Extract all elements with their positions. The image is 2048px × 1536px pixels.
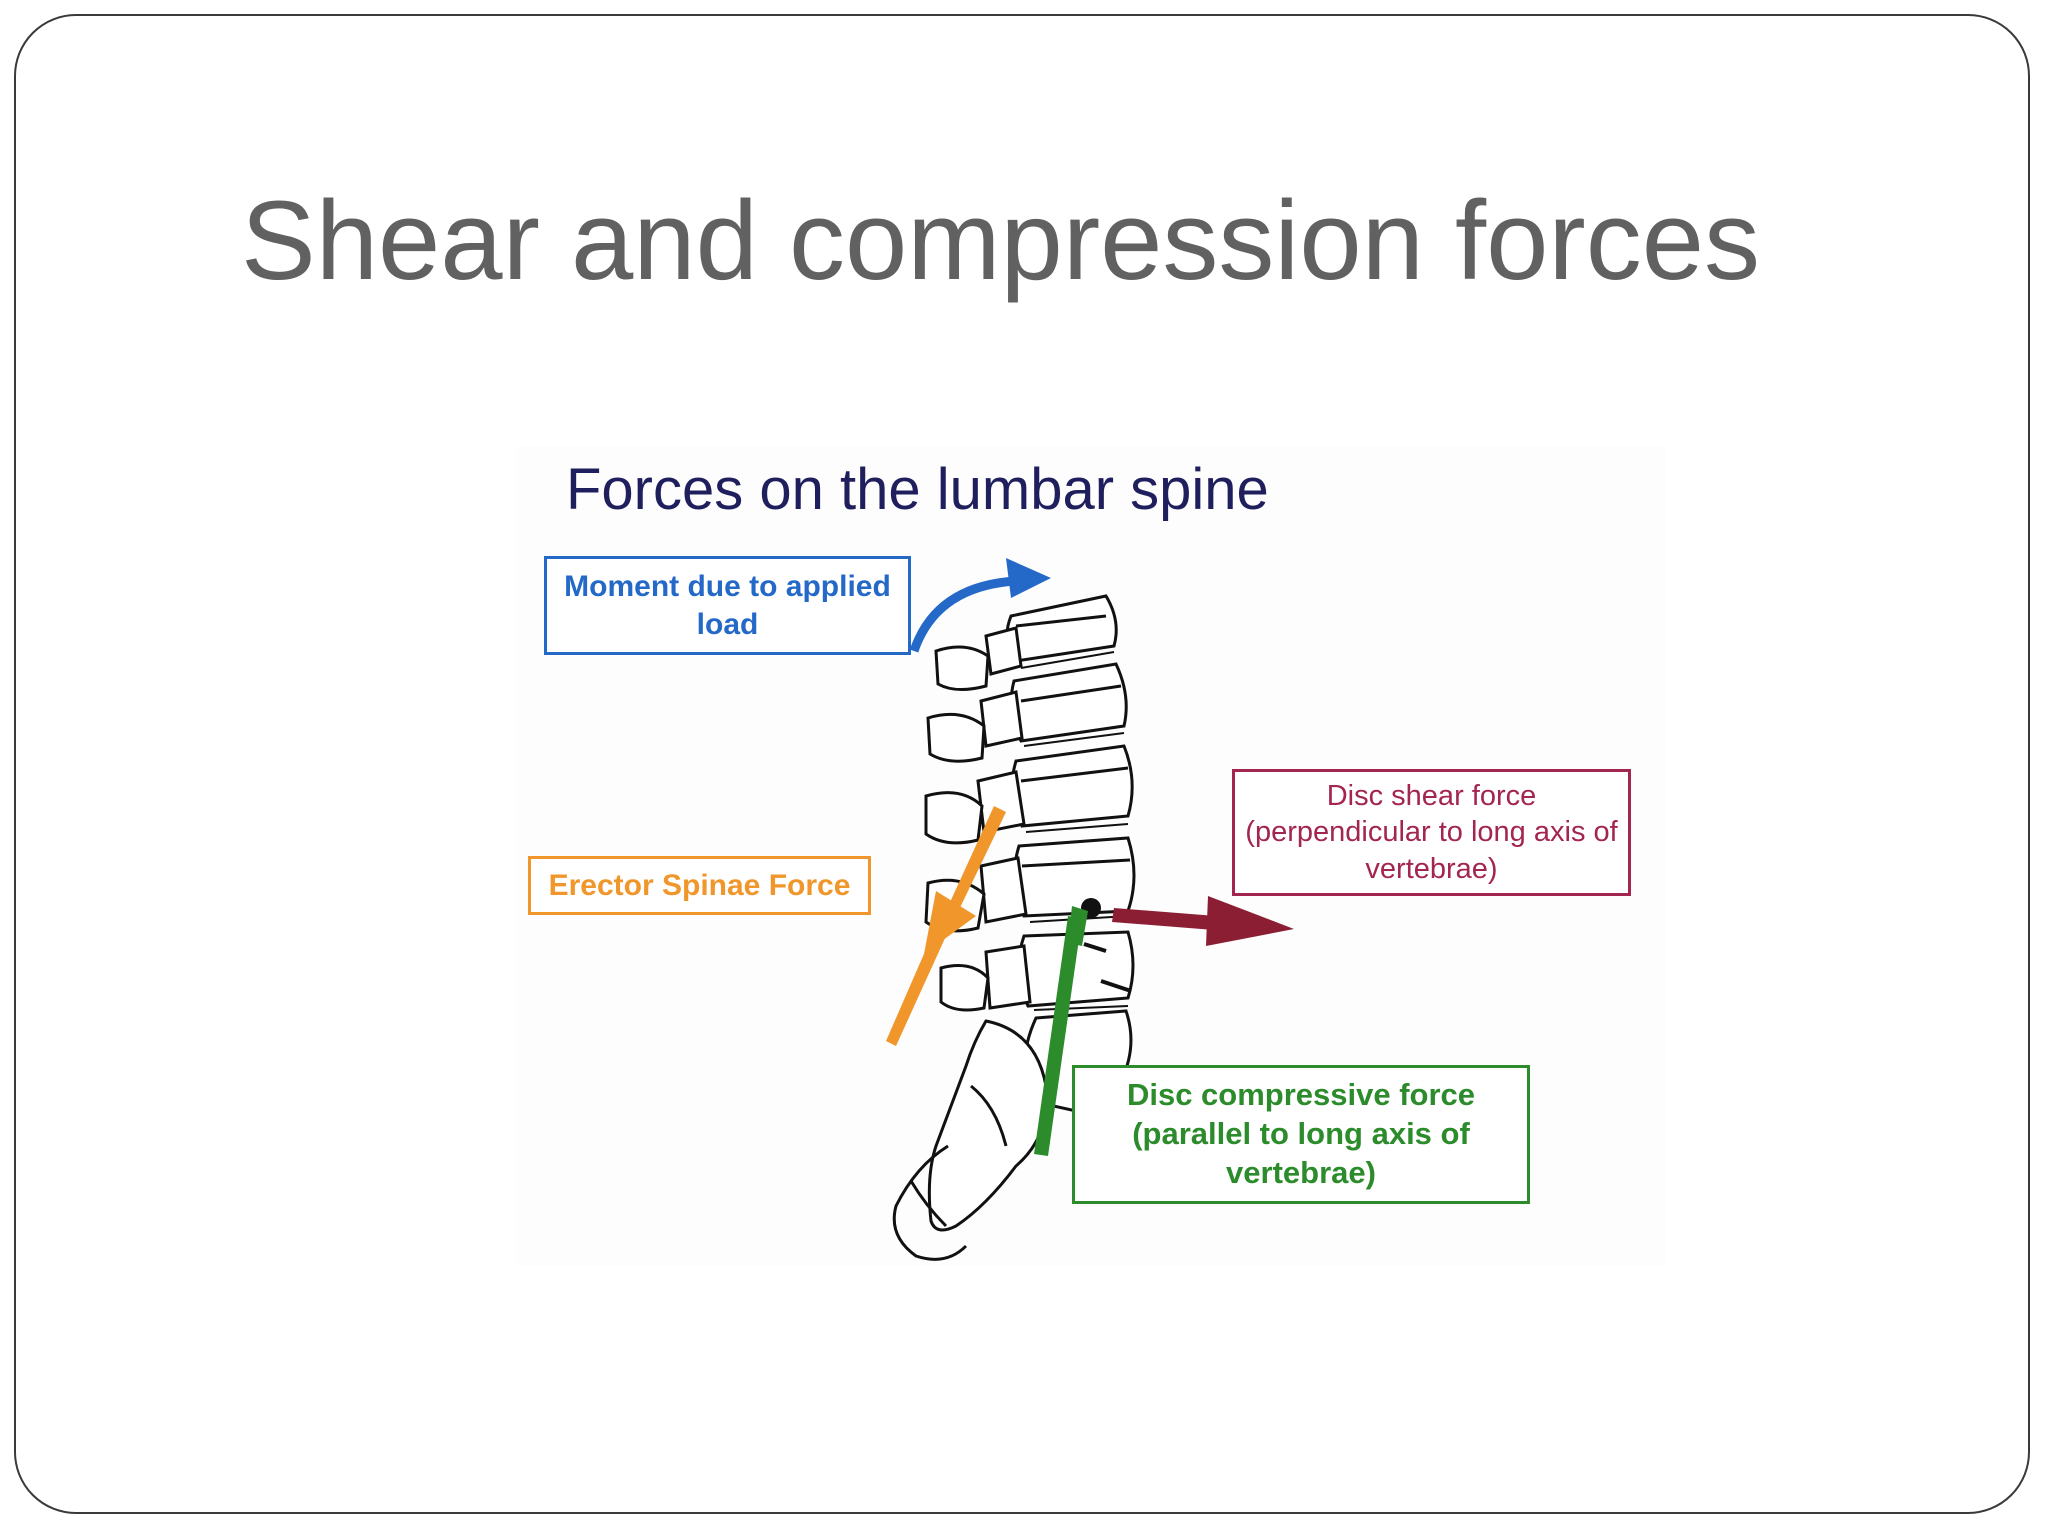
spine-vertebrae xyxy=(892,594,1136,1261)
shear-label: Disc shear force (perpendicular to long … xyxy=(1245,780,1618,885)
slide-title: Shear and compression forces xyxy=(241,178,1760,303)
vertebra-l2 xyxy=(926,662,1128,763)
intervertebral-discs xyxy=(1020,651,1129,1011)
figure-title: Forces on the lumbar spine xyxy=(566,457,1269,522)
lumbar-spine-figure: Forces on the lumbar spine Moment due to… xyxy=(516,446,1666,1266)
vertebra-l5 xyxy=(939,930,1135,1012)
slide-frame: Shear and compression forces xyxy=(14,14,2030,1514)
moment-arrow xyxy=(909,558,1051,653)
moment-label-box: Moment due to applied load xyxy=(544,556,911,655)
disc-markings xyxy=(1083,942,1132,993)
compressive-label-box: Disc compressive force (parallel to long… xyxy=(1072,1065,1530,1204)
vertebra-l1 xyxy=(934,594,1118,691)
compressive-label: Disc compressive force (parallel to long… xyxy=(1126,1077,1476,1190)
erector-label-box: Erector Spinae Force xyxy=(528,856,871,915)
spine-illustration xyxy=(886,558,1294,1261)
erector-label: Erector Spinae Force xyxy=(548,868,851,902)
shear-label-box: Disc shear force (perpendicular to long … xyxy=(1232,769,1631,896)
moment-label: Moment due to applied load xyxy=(564,570,891,641)
compressive-force-arrow xyxy=(1034,906,1088,1156)
erector-spinae-arrow xyxy=(886,806,1006,1046)
